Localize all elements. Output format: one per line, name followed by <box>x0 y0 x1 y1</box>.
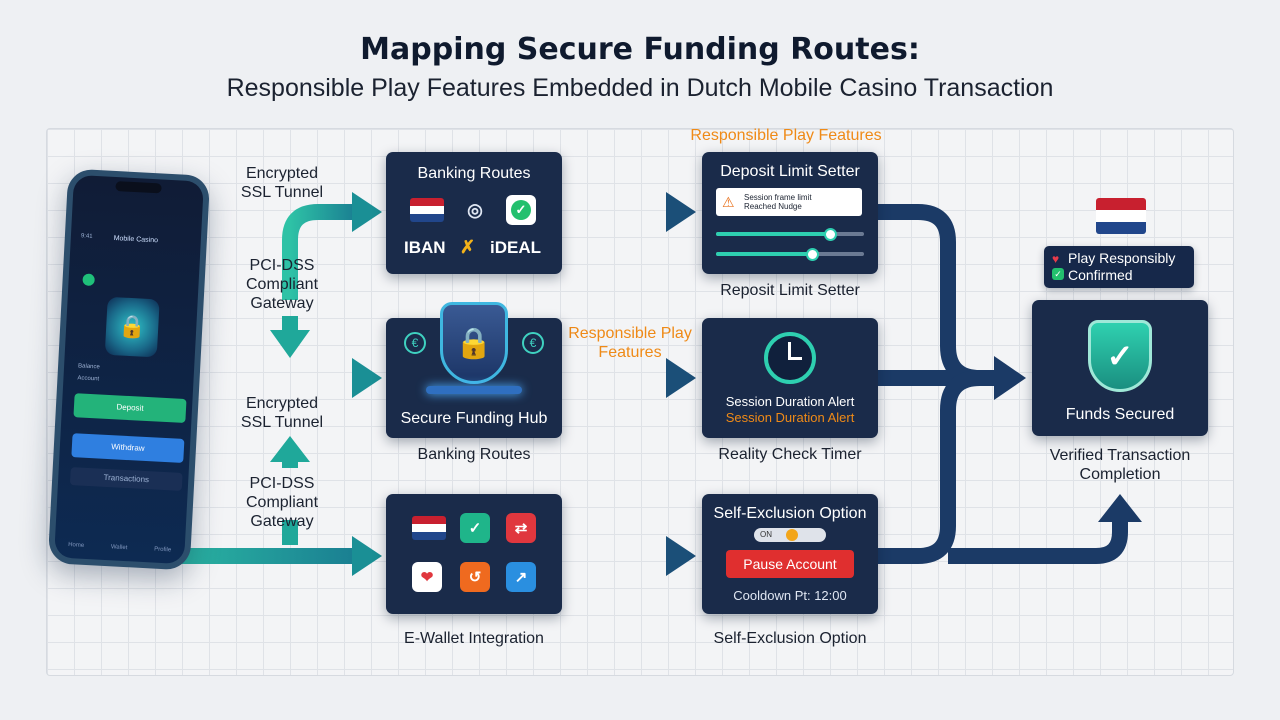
arrow-exclusion-final <box>878 370 981 564</box>
page-title: Mapping Secure Funding Routes: <box>360 32 920 67</box>
limit-slider-fill <box>716 232 830 236</box>
arrow-deposit-final <box>878 204 996 386</box>
hub-caption: Banking Routes <box>417 446 531 463</box>
phone-screen: 9:41 Mobile Casino 🔒 Balance Account Dep… <box>54 174 204 565</box>
hub-title: Secure Funding Hub <box>400 410 548 427</box>
shield-check-icon: ✓ <box>1088 320 1152 392</box>
funds-secured-title: Funds Secured <box>1065 406 1175 423</box>
banking-routes-card: Banking Routes ◎ ✓ IBAN ✗ iDEAL <box>386 152 562 274</box>
reality-line-2: Session Duration Alert <box>725 410 855 425</box>
time-slider-fill <box>716 252 812 256</box>
reality-check-card: Session Duration Alert Session Duration … <box>702 318 878 438</box>
label-responsible-mid: Responsible Play Features <box>568 325 692 361</box>
check-icon <box>82 273 95 287</box>
iban-logo: IBAN <box>404 238 446 257</box>
label-ssl-mid: Encrypted SSL Tunnel <box>240 395 324 431</box>
time-slider-knob[interactable] <box>806 248 819 261</box>
label-pci-top: PCI-DSS Compliant Gateway <box>245 257 319 312</box>
limit-warning-text: Session frame limit Reached Nudge <box>744 193 812 211</box>
limit-warning-box: ⚠ Session frame limit Reached Nudge <box>716 188 862 216</box>
funds-secured-card: ✓ Funds Secured <box>1032 300 1208 436</box>
exclusion-title: Self-Exclusion Option <box>713 505 867 522</box>
label-responsible-top: Responsible Play Features <box>690 127 882 144</box>
nav-wallet[interactable]: Wallet <box>110 544 128 552</box>
warning-icon: ⚠ <box>722 194 735 210</box>
badge-text: Play Responsibly Confirmed <box>1068 250 1176 283</box>
e-wallet-card: ✓ ⇄ ❤ ↺ ↗ <box>386 494 562 614</box>
history-button[interactable]: Transactions <box>69 467 183 491</box>
deposit-caption: Reposit Limit Setter <box>720 282 860 299</box>
phone-row-account: Account <box>77 375 100 383</box>
heart-icon: ♥ <box>1052 252 1060 266</box>
verified-caption: Verified Transaction Completion <box>1049 447 1191 483</box>
phone-notch <box>115 181 162 194</box>
label-pci-bottom: PCI-DSS Compliant Gateway <box>245 475 319 530</box>
exclusion-toggle[interactable]: ON <box>754 528 826 542</box>
banking-title: Banking Routes <box>417 165 531 182</box>
wallet-app-icon: ✓ <box>460 513 490 543</box>
coin-icon: € <box>522 332 544 354</box>
reality-line-1: Session Duration Alert <box>725 394 855 409</box>
platform-glow <box>426 386 522 394</box>
phone-app-name: Mobile Casino <box>113 235 159 245</box>
ewallet-caption: E-Wallet Integration <box>404 630 544 647</box>
arrow-to-banking <box>282 204 355 300</box>
reality-caption: Reality Check Timer <box>718 446 862 463</box>
arrow-exclusion-verified <box>948 518 1128 564</box>
payment-app-icon: ⇄ <box>506 513 536 543</box>
phone-row-balance: Balance <box>77 363 100 371</box>
transfer-app-icon: ↺ <box>460 562 490 592</box>
withdraw-button[interactable]: Withdraw <box>71 433 185 463</box>
mobile-phone: 9:41 Mobile Casino 🔒 Balance Account Dep… <box>47 168 211 571</box>
phone-bottom-nav: Home Wallet Profile <box>55 541 185 554</box>
nav-home[interactable]: Home <box>67 542 85 549</box>
self-exclusion-card: Self-Exclusion Option ON Pause Account C… <box>702 494 878 614</box>
dutch-flag-icon <box>410 198 444 222</box>
play-responsibly-badge: ♥ ✓ Play Responsibly Confirmed <box>1044 246 1194 288</box>
pause-account-button[interactable]: Pause Account <box>726 550 854 578</box>
label-ssl-top: Encrypted SSL Tunnel <box>240 165 324 201</box>
bank-app-icon: ❤ <box>412 562 442 592</box>
checkmark-icon: ✓ <box>506 195 536 225</box>
check-icon: ✓ <box>1052 268 1064 280</box>
fingerprint-icon: ◎ <box>467 199 483 220</box>
exclusion-caption: Self-Exclusion Option <box>713 630 867 647</box>
page-subtitle: Responsible Play Features Embedded in Du… <box>226 74 1054 102</box>
nav-profile[interactable]: Profile <box>153 546 172 554</box>
mobile-pay-icon: ↗ <box>506 562 536 592</box>
limit-slider-knob[interactable] <box>824 228 837 241</box>
deposit-title: Deposit Limit Setter <box>720 163 860 180</box>
ideal-mark-icon: ✗ <box>460 237 476 257</box>
ideal-logo: iDEAL <box>490 238 541 257</box>
dutch-flag-icon <box>412 516 446 540</box>
deposit-button[interactable]: Deposit <box>73 393 187 424</box>
clock-icon <box>764 332 816 384</box>
cooldown-text: Cooldown Pt: 12:00 <box>733 588 847 603</box>
deposit-limit-card: Deposit Limit Setter ⚠ Session frame lim… <box>702 152 878 274</box>
dutch-flag-icon <box>1096 198 1146 234</box>
toggle-label: ON <box>760 530 772 539</box>
coin-icon: € <box>404 332 426 354</box>
toggle-knob <box>786 529 798 541</box>
secure-funding-hub-card: 🔒 € € Secure Funding Hub <box>386 302 562 438</box>
lock-shield-icon: 🔒 <box>104 296 160 358</box>
shield-lock-icon: 🔒 <box>440 302 508 384</box>
